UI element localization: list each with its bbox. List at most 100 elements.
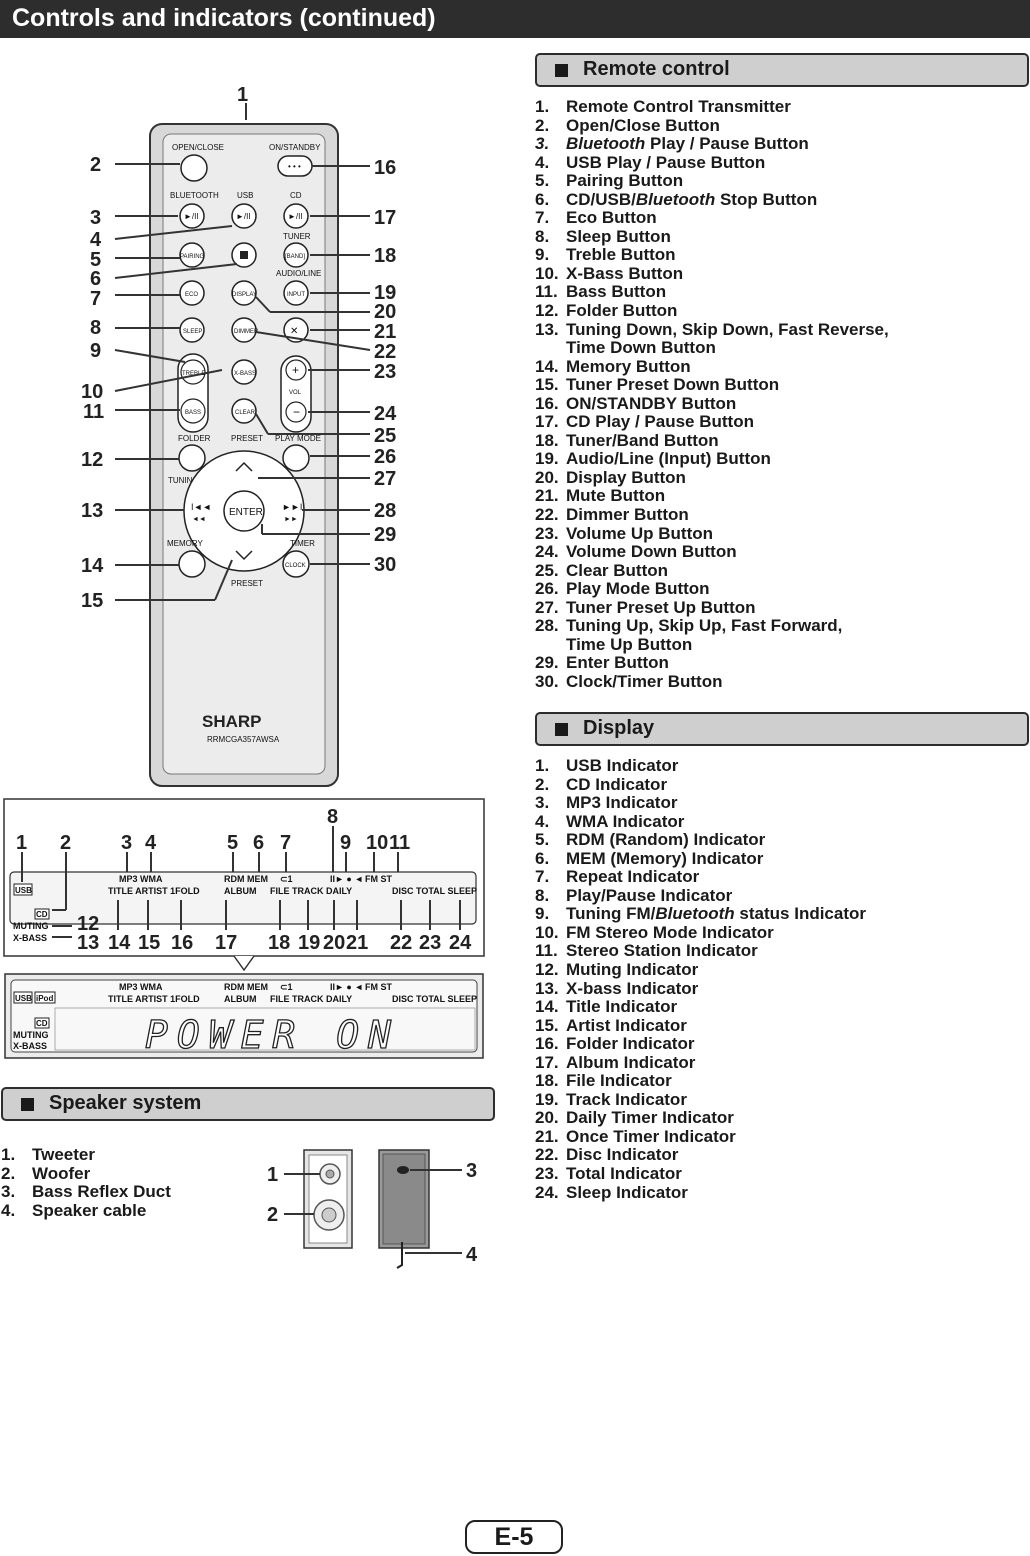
svg-text:CD: CD [36, 1019, 48, 1028]
item-text-main: Open/Close Button [566, 115, 720, 135]
list-item: 2.Woofer [1, 1163, 251, 1184]
bass-reflex-duct-icon [397, 1166, 409, 1174]
list-item: 17.CD Play / Pause Button [535, 413, 1025, 432]
item-number: 8. [535, 226, 550, 246]
fm-st-indicator: FM ST [365, 874, 392, 884]
item-text-main: CD Indicator [566, 774, 668, 794]
item-text: Clock/Timer Button [566, 671, 723, 692]
display-callout-14: 14 [108, 932, 131, 954]
item-number: 16. [535, 393, 559, 413]
list-item: 10.X-Bass Button [535, 264, 1025, 284]
remote-control-heading: Remote control [583, 58, 730, 80]
svg-text:RDM MEM: RDM MEM [224, 982, 268, 992]
item-text-main: CD Play / Pause Button [566, 412, 754, 432]
lcd-cd-indicator [34, 1017, 50, 1029]
item-number: 3. [535, 134, 550, 154]
item-text: Bluetooth Play / Pause Button [566, 134, 809, 154]
item-text-main: MEM (Memory) Indicator [566, 848, 764, 868]
speaker-callout-4: 4 [466, 1244, 478, 1266]
square-bullet-icon [555, 723, 568, 736]
list-item: 9. Treble Button [535, 246, 1025, 265]
label-input: INPUT [287, 292, 305, 298]
item-text: Play/Pause Indicator [566, 886, 732, 906]
item-text-main: Clock/Timer Button [566, 671, 723, 691]
item-number: 17. [535, 1052, 559, 1072]
callout-21: 21 [374, 321, 396, 343]
display-callout-13: 13 [77, 932, 99, 954]
item-number: 9. [535, 245, 550, 265]
item-text: MEM (Memory) Indicator [566, 848, 764, 869]
title-artist-folder-indicator: TITLE ARTIST 1FOLD [108, 886, 200, 896]
lcd-usb-indicator [13, 991, 33, 1004]
callout-24: 24 [374, 403, 397, 425]
label-on-standby: ON/STANDBY [269, 143, 321, 152]
list-item: 8. Sleep Button [535, 226, 1025, 247]
lcd-muting-indicator: MUTING [13, 1030, 49, 1040]
item-number: 22. [535, 1145, 559, 1165]
item-text-main: WMA Indicator [566, 811, 685, 831]
svg-text:• • •: • • • [288, 162, 301, 171]
item-text-main: Album Indicator [566, 1052, 696, 1072]
item-number: 11. [535, 941, 558, 961]
list-item: 12.Muting Indicator [535, 960, 1025, 980]
speaker-callout-1: 1 [267, 1164, 278, 1186]
callout-26: 26 [374, 446, 396, 468]
item-number: 14. [535, 356, 559, 376]
callout-25: 25 [374, 425, 396, 447]
item-text: X-Bass Button [566, 264, 683, 284]
svg-text:iPod: iPod [36, 994, 53, 1003]
item-number: 4. [535, 152, 550, 172]
item-number: 2. [535, 115, 550, 135]
list-item: 10.FM Stereo Mode Indicator [535, 923, 1025, 943]
svg-text:►/II: ►/II [184, 212, 199, 221]
item-number: 26. [535, 579, 559, 599]
item-text: Tuner Preset Up Button [566, 598, 756, 618]
item-number: 6. [535, 189, 550, 209]
item-number: 4. [1, 1200, 16, 1220]
display-callout-10: 10 [366, 832, 388, 854]
item-text: Volume Up Button [566, 524, 713, 544]
item-text-main: Sleep Button [566, 226, 671, 246]
item-text: Memory Button [566, 357, 691, 377]
list-item: 24.Sleep Indicator [535, 1183, 1025, 1203]
fast-forward-icon: ►► [284, 516, 298, 523]
item-number: 11. [535, 282, 558, 302]
play-pause-indicator: II► ● ◄ [330, 874, 363, 884]
display-heading: Display [583, 717, 655, 739]
mp3-wma-indicator: MP3 WMA [119, 874, 163, 884]
display-callout-18: 18 [268, 932, 290, 954]
callout-13: 13 [81, 500, 103, 522]
svg-text:►/II: ►/II [236, 212, 251, 221]
item-text-main: Display Button [566, 467, 686, 487]
item-text: Clear Button [566, 561, 668, 581]
list-item: 16.Folder Indicator [535, 1034, 1025, 1054]
display-callout-19: 19 [298, 932, 320, 954]
item-text: Folder Indicator [566, 1034, 694, 1054]
repeat-indicator: ⊂1 [280, 874, 293, 884]
label-play-mode: PLAY MODE [275, 434, 321, 443]
label-vol: VOL [289, 390, 302, 396]
bass-button [180, 398, 206, 424]
list-item: 5.Pairing Button [535, 171, 1025, 191]
item-number: 28. [535, 616, 559, 636]
callout-9: 9 [90, 340, 101, 362]
sleep-button [179, 317, 205, 343]
item-text: USB Indicator [566, 756, 678, 776]
item-text: Treble Button [566, 246, 676, 265]
item-text-main: Tuning Down, Skip Down, Fast Reverse, Ti… [566, 319, 889, 358]
open-close-button [180, 154, 208, 182]
list-item: 21.Mute Button [535, 487, 1025, 506]
item-number: 22. [535, 505, 559, 525]
album-indicator: ALBUM [224, 886, 257, 896]
item-text-main: Artist Indicator [566, 1015, 687, 1035]
item-text: FM Stereo Mode Indicator [566, 923, 774, 943]
item-text-main: MP3 Indicator [566, 793, 678, 813]
item-text: Pairing Button [566, 171, 683, 191]
list-item: 11.Stereo Station Indicator [535, 942, 1025, 961]
display-callout-7: 7 [280, 832, 291, 854]
label-clear: CLEAR [235, 410, 256, 416]
item-number: 2. [1, 1163, 16, 1183]
item-text-italic: Bluetooth [566, 134, 646, 154]
item-number: 2. [535, 774, 550, 794]
label-audio-line: AUDIO/LINE [276, 269, 321, 278]
